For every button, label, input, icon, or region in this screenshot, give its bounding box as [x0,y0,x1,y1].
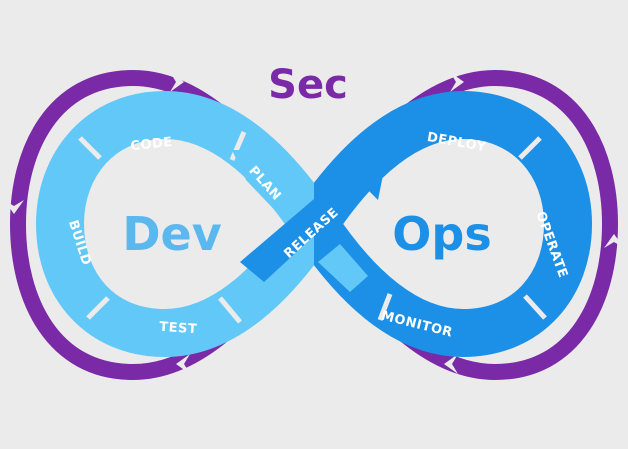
dev-crossing-piece [318,244,368,292]
stage-code-label: CODE [130,135,174,154]
ops-segment-dividers [377,136,547,321]
ops-word: Ops [392,207,491,261]
dev-segment-dividers [78,131,247,324]
ops-loop [314,90,593,358]
dev-word: Dev [122,207,221,261]
stage-test-label: TEST [159,320,198,338]
release-band [240,150,388,282]
plan-segment [232,150,306,222]
sec-loop-notches [4,72,624,374]
sec-title: Sec [268,62,348,108]
dev-loop [35,90,314,358]
